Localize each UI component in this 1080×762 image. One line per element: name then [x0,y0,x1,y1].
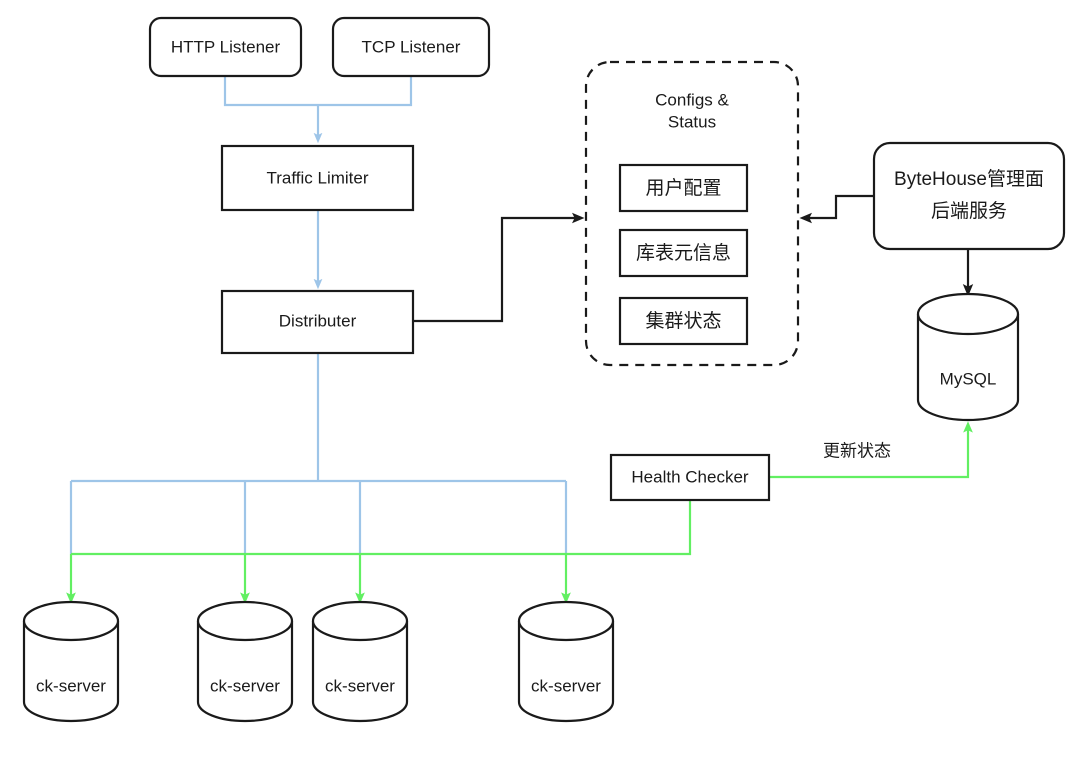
node-mysql[interactable]: MySQL [916,292,1020,422]
node-ck-server-4[interactable]: ck-server [517,600,615,723]
cluster-status-shape [618,296,749,346]
bytehouse-backend-shape [872,141,1066,251]
configs-panel-shape [584,60,800,367]
ck-server-4-label: ck-server [531,676,601,695]
distributer-shape [220,289,415,355]
user-config-label: 用户配置 [645,177,721,199]
ck-server-1-cylinder-body [22,621,120,723]
ck-server-2-cylinder-body [196,621,294,723]
edge-tcp-listener-to-traffic-limiter [318,76,413,107]
node-table-meta[interactable]: 库表元信息 [618,228,749,278]
mysql-label: MySQL [940,369,997,388]
edge-health-checker-to-mysql [769,421,973,479]
ck-server-3-cylinder-body [311,621,409,723]
distributer-label: Distributer [279,311,357,330]
edge-label-update-status: 更新状态 [823,441,891,460]
tcp-listener-shape [331,16,491,78]
node-http-listener[interactable]: HTTP Listener [148,16,303,78]
health-checker-label: Health Checker [631,467,749,486]
configs-panel-title-line1: Configs & [655,90,729,109]
node-health-checker[interactable]: Health Checker [609,453,771,502]
edge-health-checker-to-ck-servers [66,500,692,604]
mysql-cylinder-body [916,314,1020,422]
edge-distributer-to-configs-panel [413,212,585,323]
ck-server-3-label: ck-server [325,676,395,695]
node-distributer[interactable]: Distributer [220,289,415,355]
ck-server-4-cylinder-body [517,621,615,723]
ck-server-4-cylinder-top [517,600,615,642]
http-listener-shape [148,16,303,78]
bytehouse-backend-label-line1: ByteHouse管理面 [894,168,1044,190]
node-ck-server-3[interactable]: ck-server [311,600,409,723]
configs-panel-title-line2: Status [668,112,716,131]
cluster-status-label: 集群状态 [645,310,721,332]
user-config-shape [618,163,749,213]
node-configs-status-panel[interactable]: Configs & Status 用户配置 库表元信息 集群状态 [584,60,800,367]
edge-bytehouse-backend-to-configs-panel [799,194,874,224]
node-traffic-limiter[interactable]: Traffic Limiter [220,144,415,212]
ck-server-1-cylinder-top [22,600,120,642]
node-cluster-status[interactable]: 集群状态 [618,296,749,346]
traffic-limiter-label: Traffic Limiter [266,168,368,187]
edge-distributer-to-ck-servers [69,353,568,554]
node-tcp-listener[interactable]: TCP Listener [331,16,491,78]
table-meta-label: 库表元信息 [636,242,731,264]
table-meta-shape [618,228,749,278]
ck-server-2-cylinder-top [196,600,294,642]
mysql-cylinder-top [916,292,1020,336]
ck-server-1-label: ck-server [36,676,106,695]
bytehouse-backend-label-line2: 后端服务 [931,200,1007,222]
node-bytehouse-backend[interactable]: ByteHouse管理面 后端服务 [872,141,1066,251]
health-checker-shape [609,453,771,502]
node-ck-server-1[interactable]: ck-server [22,600,120,723]
edge-http-listener-to-traffic-limiter [223,76,318,107]
ck-server-2-label: ck-server [210,676,280,695]
traffic-limiter-shape [220,144,415,212]
node-ck-server-2[interactable]: ck-server [196,600,294,723]
http-listener-label: HTTP Listener [171,37,281,56]
node-user-config[interactable]: 用户配置 [618,163,749,213]
tcp-listener-label: TCP Listener [362,37,461,56]
ck-server-3-cylinder-top [311,600,409,642]
